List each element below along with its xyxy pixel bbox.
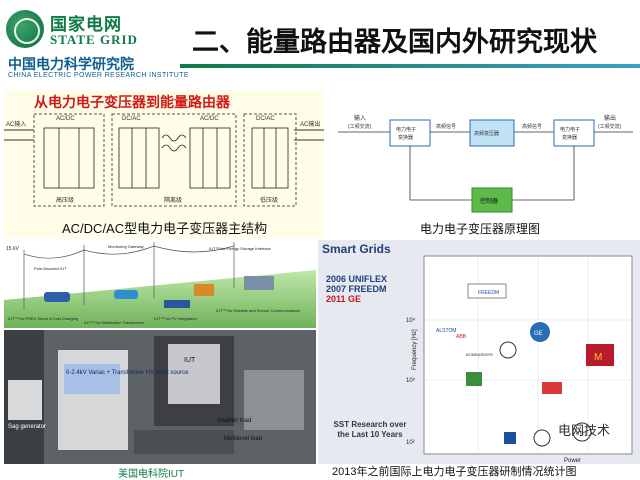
- section-box-high: [33, 113, 105, 207]
- section-label: 低压级: [260, 196, 278, 204]
- panel-heading: 从电力电子变压器到能量路由器: [34, 94, 230, 110]
- state-grid-logo-icon: [6, 10, 44, 48]
- panel-caption: 电力电子变压器原理图: [420, 222, 541, 236]
- signal-label: 高频信号: [436, 123, 456, 130]
- switch-circuit: [43, 127, 289, 189]
- controller-label: 控制器: [480, 197, 498, 205]
- svg-text:Multilevel load: Multilevel load: [224, 436, 262, 442]
- input-label: 输入: [354, 114, 366, 122]
- lab-photo: 0-2.4kV Variac + Transformer HV input so…: [4, 330, 316, 464]
- svg-text:Monitoring Gateway: Monitoring Gateway: [108, 244, 144, 249]
- hf-transformer-label: 高频变压器: [474, 130, 499, 137]
- kv-label: 15 kV: [6, 246, 19, 252]
- pet-principle-panel: 输入 (工频交流) 输出 (工频交流) 电力电子 变换器 高频信号 高频变压器 …: [328, 90, 638, 238]
- sst-research-panel: Smart Grids 2006 UNIFLEX 2007 FREEDM 201…: [318, 240, 640, 464]
- stage-label: DC/AC: [256, 116, 275, 122]
- svg-text:IUT™ for Reliable and Secure C: IUT™ for Reliable and Secure Communicati…: [216, 308, 300, 313]
- blue-logo-icon: [504, 432, 516, 444]
- converter-label-left: 电力电子: [396, 126, 416, 133]
- pet-structure-diagram: AC输入 AC输出 AC/DC DC/AC AC/DC DC/AC: [4, 113, 324, 207]
- svg-text:M: M: [594, 352, 602, 363]
- svg-text:变换器: 变换器: [398, 134, 413, 141]
- ev-car-icon: [44, 292, 70, 302]
- header: 国家电网 STATE GRID 中国电力科学研究院 CHINA ELECTRIC…: [0, 0, 640, 88]
- iut-cabinet: [168, 344, 220, 404]
- title-divider: [180, 64, 640, 68]
- house-icon: [194, 284, 214, 296]
- pv-panel-icon: [164, 300, 190, 308]
- output-label: AC输出: [300, 120, 320, 128]
- svg-text:IUT™ for Energy Storage Interf: IUT™ for Energy Storage Interface: [209, 246, 272, 251]
- watermark-text: 电网技术: [558, 423, 611, 438]
- svg-text:IUT™ for Distribution Transfor: IUT™ for Distribution Transformer: [84, 320, 145, 325]
- hf-transformer-box: [469, 119, 515, 147]
- svg-text:电力电子: 电力电子: [560, 126, 580, 133]
- pet-principle-diagram: 输入 (工频交流) 输出 (工频交流) 电力电子 变换器 高频信号 高频变压器 …: [338, 114, 633, 213]
- svg-text:Inverter load: Inverter load: [218, 418, 251, 424]
- svg-text:FREEDM: FREEDM: [478, 290, 499, 296]
- brand-name-cn: 国家电网: [50, 15, 122, 34]
- svg-text:Sag generator: Sag generator: [8, 424, 46, 430]
- svg-text:变换器: 变换器: [562, 134, 577, 141]
- output-label: 输出: [604, 114, 616, 122]
- caption-left: 美国电科院IUT: [118, 469, 185, 480]
- institute-name-en: CHINA ELECTRIC POWER RESEARCH INSTITUTE: [8, 72, 189, 79]
- input-sub-label: (工频交流): [348, 123, 372, 130]
- svg-text:GE: GE: [534, 331, 543, 337]
- lab-photo-panel: 0-2.4kV Variac + Transformer HV input so…: [4, 330, 316, 464]
- green-logo-icon: [466, 372, 482, 386]
- signal-label: 高频信号: [522, 123, 542, 130]
- stage-label: AC/DC: [200, 116, 219, 122]
- institute-name-cn: 中国电力科学研究院: [8, 56, 134, 72]
- svg-text:ABB: ABB: [456, 334, 467, 340]
- svg-text:IUT: IUT: [184, 357, 196, 364]
- iut-illustration-panel: 15 kV Pole-Mounted IUT Monitoring Gatewa…: [4, 240, 316, 328]
- svg-text:IUT™ for PV Integration: IUT™ for PV Integration: [154, 316, 197, 321]
- section-box-low: [243, 113, 297, 207]
- caption-right: 2013年之前国际上电力电子变压器研制情况统计图: [332, 466, 577, 478]
- converter-box-left: [389, 119, 431, 147]
- svg-text:10²: 10²: [406, 440, 415, 446]
- iut-illustration: 15 kV Pole-Mounted IUT Monitoring Gatewa…: [4, 242, 316, 328]
- svg-text:BOMBARDIER: BOMBARDIER: [466, 352, 493, 357]
- svg-text:10³: 10³: [406, 378, 415, 384]
- svg-text:10⁴: 10⁴: [406, 317, 416, 324]
- svg-text:IUT™ for PHEV Smart & Fast Cha: IUT™ for PHEV Smart & Fast Charging: [8, 316, 78, 321]
- panel-title: Smart Grids: [322, 242, 391, 256]
- input-label: AC输入: [6, 120, 26, 128]
- section-box-isolation: [111, 113, 237, 207]
- variac-label-panel: [64, 364, 120, 394]
- output-sub-label: (工频交流): [598, 123, 622, 130]
- svg-text:0-2.4kV Variac + Transformer H: 0-2.4kV Variac + Transformer HV input so…: [66, 370, 189, 376]
- institution-logos: FREEDM ALSTOM ABB GE BOMBARDIER M KTH: [436, 283, 614, 447]
- svg-text:ALSTOM: ALSTOM: [436, 328, 456, 334]
- storage-icon: [244, 276, 274, 290]
- svg-text:Power: Power: [564, 458, 581, 464]
- stage-label: AC/DC: [56, 116, 75, 122]
- brand-name-en: STATE GRID: [50, 32, 138, 47]
- converter-box-right: [553, 119, 595, 147]
- pet-structure-panel: 从电力电子变压器到能量路由器 AC输入 AC输出 AC/DC DC/AC AC/…: [4, 90, 324, 238]
- year-legend: 2006 UNIFLEX 2007 FREEDM 2011 GE: [326, 274, 388, 304]
- stage-label: DC/AC: [122, 116, 141, 122]
- slide-title: 二、能量路由器及国内外研究现状: [192, 27, 597, 57]
- panel-caption: AC/DC/AC型电力电子变压器主结构: [62, 221, 268, 236]
- sag-generator-cabinet: [8, 380, 42, 420]
- sst-scatter: 10⁴ 10³ 10² Frequency [Hz] Power FREEDM …: [406, 255, 633, 464]
- svg-text:Pole-Mounted IUT: Pole-Mounted IUT: [34, 266, 67, 271]
- section-label: 隔离级: [164, 196, 182, 204]
- sst-research-note: SST Research over the Last 10 Years: [333, 420, 407, 439]
- section-label: 高压级: [56, 196, 74, 204]
- svg-text:Frequency [Hz]: Frequency [Hz]: [412, 329, 418, 370]
- svg-text:KTH: KTH: [576, 431, 586, 437]
- controller-box: [471, 187, 513, 213]
